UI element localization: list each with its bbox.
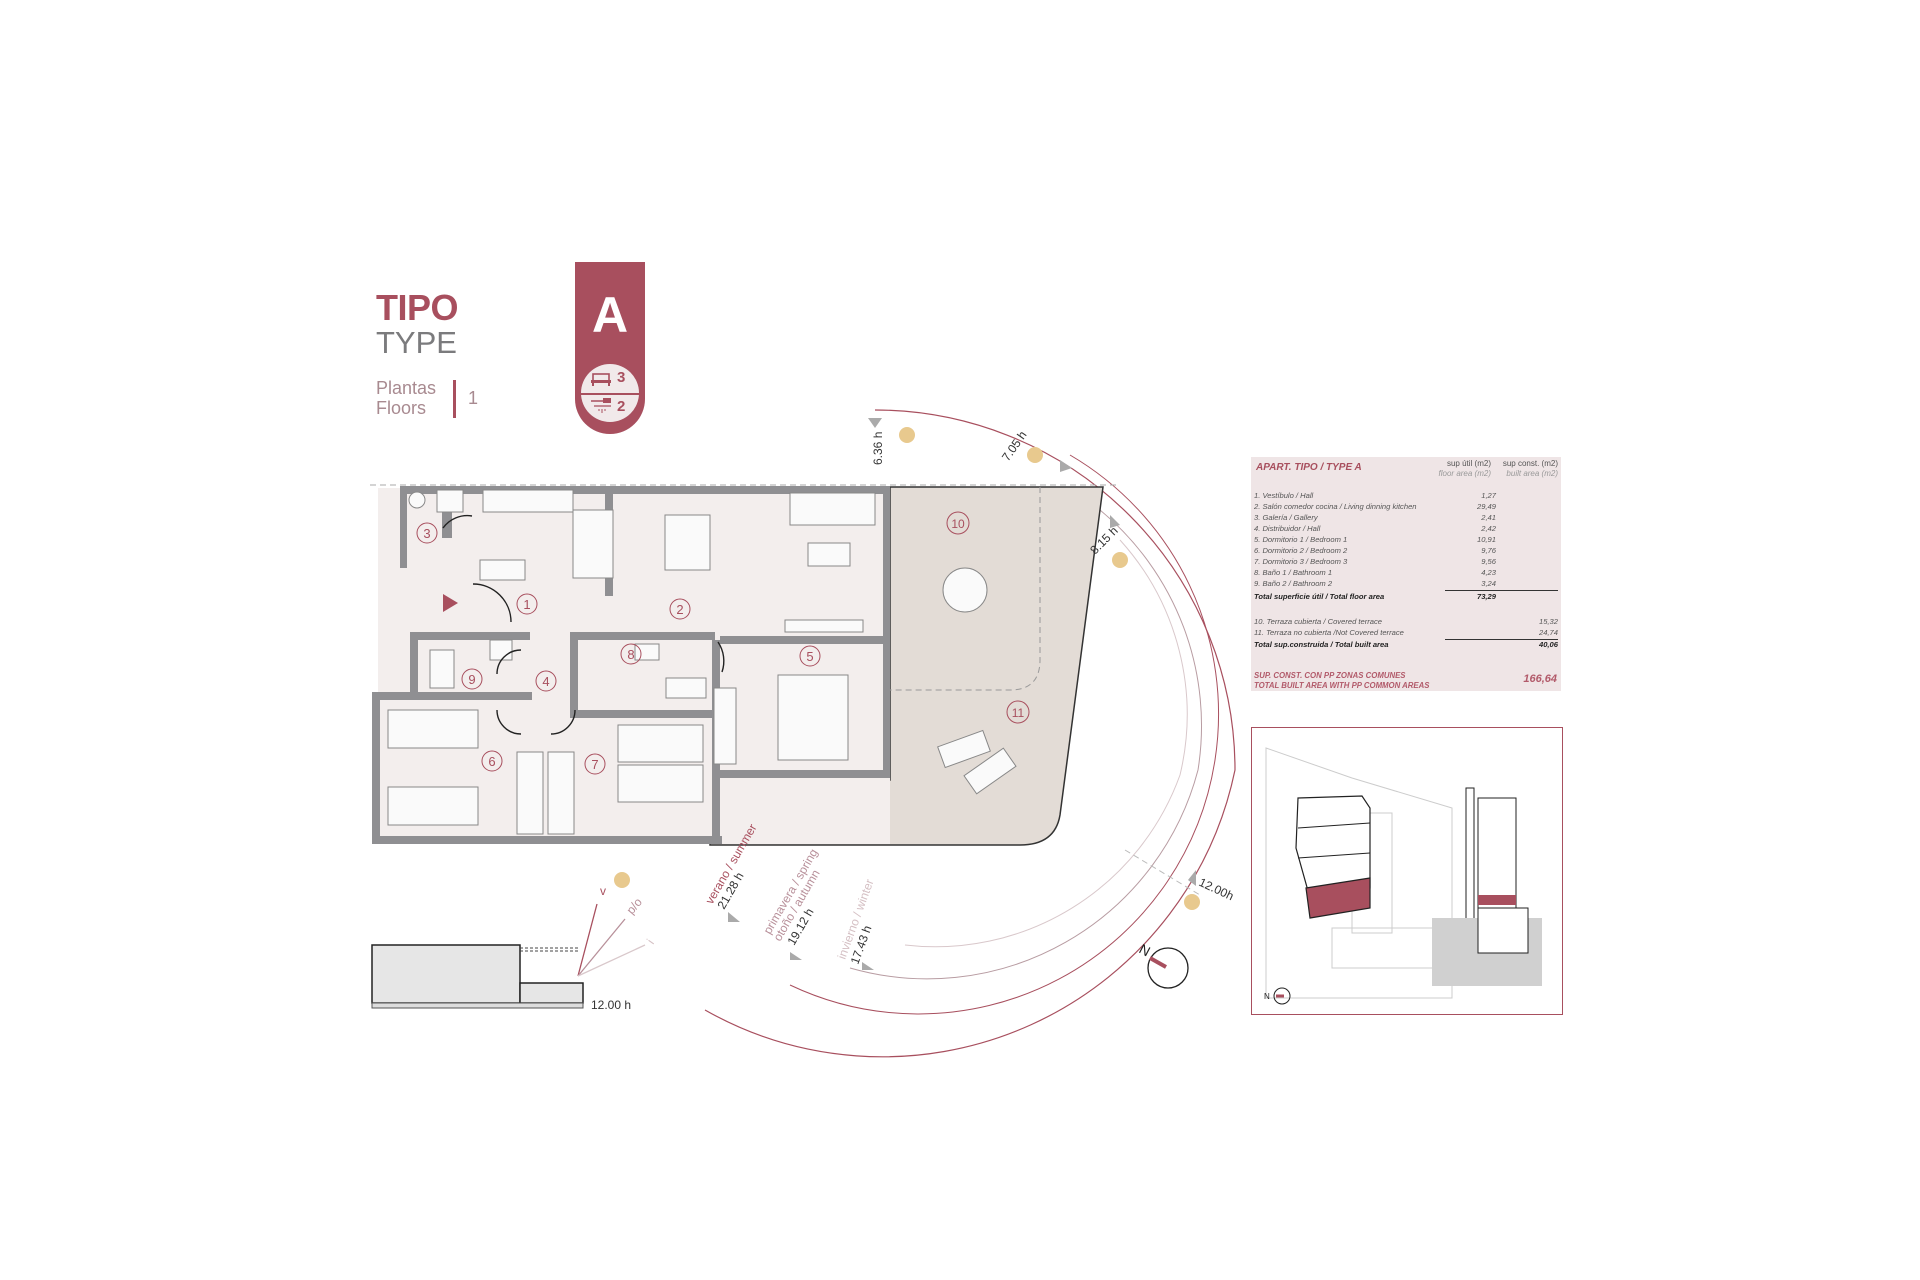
table-row: 11. Terraza no cubierta /Not Covered ter… [1254,628,1558,637]
sun-icons [614,427,1200,910]
doors [442,514,725,735]
floors-label: Plantas Floors [376,378,436,418]
room-number-circles [416,511,1030,775]
svg-text:6.36 h: 6.36 h [871,432,885,465]
svg-text:p/o: p/o [624,895,646,917]
svg-text:2: 2 [676,602,683,617]
sun-icon [614,872,630,888]
svg-text:11: 11 [1012,706,1025,720]
type-badge: A 3 2 [575,262,645,434]
col1-header: sup útil (m2) [1446,459,1491,468]
sun-icon [1112,552,1128,568]
floors-value: 1 [468,388,479,408]
pp-label-es: SUP. CONST. CON PP ZONAS COMUNES [1254,671,1406,680]
table-title: APART. TIPO / TYPE A [1256,462,1362,473]
highlighted-unit [1305,877,1371,919]
title-tipo: TIPO [376,287,459,328]
type-letter: A [591,287,629,343]
entrance-arrow-icon [443,594,458,612]
badge-divider [581,393,639,395]
svg-text:12.00h: 12.00h [1197,875,1236,903]
compass-icon: N [1137,941,1189,989]
noon-line [1124,849,1201,896]
col2-subheader: built area (m2) [1506,469,1558,478]
sun-icon [899,427,915,443]
svg-text:N: N [1137,941,1153,960]
location-map: N [1251,727,1563,1015]
covered-terrace-boundary [890,487,1041,691]
svg-text:12.00 h: 12.00 h [591,998,631,1012]
section-diagram: 12.00 h v p/o i [371,884,657,1012]
total-divider [1445,590,1558,591]
floors-divider [453,380,456,418]
pp-value: 166,64 [1523,673,1557,685]
furniture [387,489,1017,835]
svg-text:4: 4 [542,674,549,689]
table-row: 2. Salón comedor cocina / Living dinning… [1254,502,1496,511]
total-floor-row: Total superficie útil / Total floor area… [1254,592,1496,601]
sun-markers [728,418,1196,970]
pp-label-en: TOTAL BUILT AREA WITH PP COMMON AREAS [1254,681,1430,690]
shower-icon [591,398,611,413]
svg-text:3: 3 [423,526,430,541]
floors-label-es: Plantas [376,378,437,398]
svg-text:6: 6 [488,754,495,769]
bedroom-count: 3 [617,369,626,386]
bed-icon [591,373,611,386]
svg-text:N: N [1264,992,1270,1001]
built-divider [1445,639,1558,640]
sun-icon [1027,447,1043,463]
svg-text:i: i [644,937,657,947]
area-table: APART. TIPO / TYPE A sup útil (m2) floor… [1251,457,1561,691]
title-type: TYPE [376,325,457,360]
col1-subheader: floor area (m2) [1438,469,1491,478]
site-plan: N [1264,747,1542,1005]
room-numbers: 1 2 3 4 5 6 7 8 9 10 11 [423,517,1024,772]
svg-text:9: 9 [468,672,475,687]
svg-text:v: v [600,884,606,898]
bathroom-count: 2 [617,398,626,415]
svg-text:5: 5 [806,649,813,664]
floors-label-en: Floors [376,398,427,418]
sun-path-arcs [704,409,1236,1058]
sun-icon [1184,894,1200,910]
svg-text:10: 10 [951,517,965,531]
svg-text:8: 8 [627,647,634,662]
svg-text:1: 1 [523,597,530,612]
building-section [1432,787,1542,986]
col2-header: sup const. (m2) [1502,459,1558,468]
svg-text:7: 7 [591,757,598,772]
